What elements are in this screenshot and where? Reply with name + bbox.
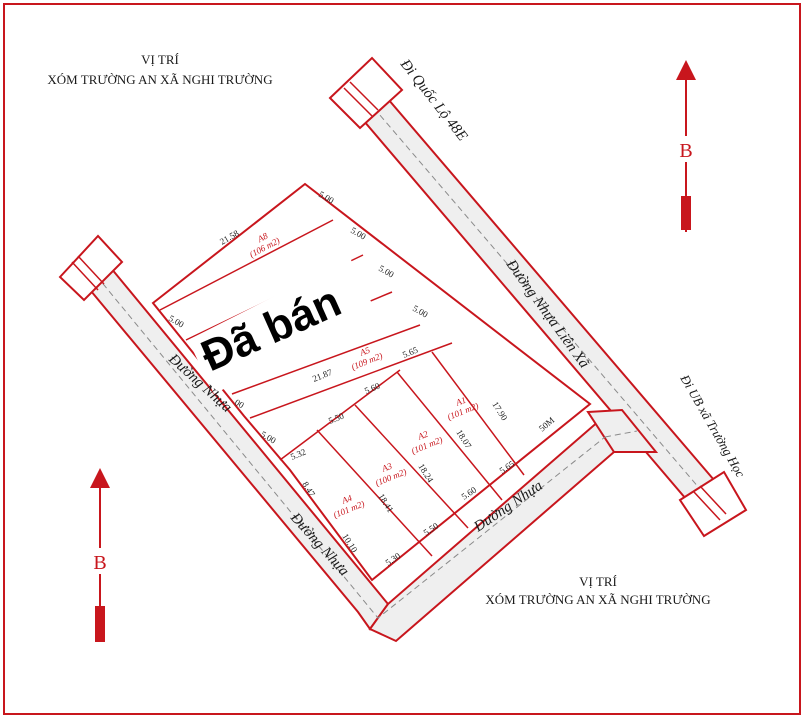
road-centerline-connector (604, 430, 638, 438)
roads (58, 56, 748, 643)
road-end-top-bar2 (349, 81, 379, 111)
road-end-left-arrow (58, 234, 124, 302)
location-titles: VỊ TRÍ XÓM TRƯỜNG AN XÃ NGHI TRƯỜNG VỊ T… (47, 52, 710, 607)
road-end-top-bar1 (343, 87, 373, 117)
road-end-right-arrow (678, 470, 748, 538)
lot-line-6 (279, 369, 401, 461)
plot-outline (151, 182, 592, 582)
lot-line-5 (249, 342, 453, 419)
location-bottom-line1: VỊ TRÍ (579, 574, 617, 589)
road-centerline-lien-xa (366, 99, 707, 497)
section-marker-bottom: B (90, 468, 110, 642)
section-arrow-bottom-base (95, 606, 105, 642)
section-label-bottom-bg (90, 548, 110, 574)
lot-a8-name: A8 (255, 230, 270, 244)
section-marker-top: B (676, 60, 696, 232)
lot-line-7 (316, 429, 433, 557)
road-end-top-arrow (328, 56, 404, 130)
road-end-right-bar2 (699, 485, 727, 515)
road-end-right-bar1 (693, 491, 721, 521)
road-connector (586, 408, 659, 453)
lot-line-10 (431, 351, 525, 476)
road-end-left-bar1 (71, 261, 99, 291)
lot-a2-name: A2 (415, 429, 429, 443)
lot-line-4 (231, 324, 421, 395)
section-label-top-bg (676, 136, 696, 162)
lot-line-9 (396, 371, 503, 501)
section-label-top: B (679, 140, 692, 162)
lot-line-1 (159, 219, 334, 311)
road-centerline-left (89, 267, 606, 619)
section-label-bottom: B (93, 552, 106, 574)
lot-line-8 (354, 404, 469, 529)
location-bottom-line2: XÓM TRƯỜNG AN XÃ NGHI TRƯỜNG (485, 592, 710, 607)
lot-a5-name: A5 (357, 345, 371, 359)
location-top-line1: VỊ TRÍ (141, 52, 179, 67)
lot-a4-name: A4 (339, 493, 353, 507)
lot-a1-name: A1 (453, 395, 467, 408)
lot-a3-name: A3 (379, 461, 393, 475)
section-arrow-top-base (681, 196, 691, 230)
sold-stamp-box (188, 258, 376, 394)
location-top-line2: XÓM TRƯỜNG AN XÃ NGHI TRƯỜNG (47, 72, 272, 87)
road-end-left-bar2 (77, 255, 105, 285)
